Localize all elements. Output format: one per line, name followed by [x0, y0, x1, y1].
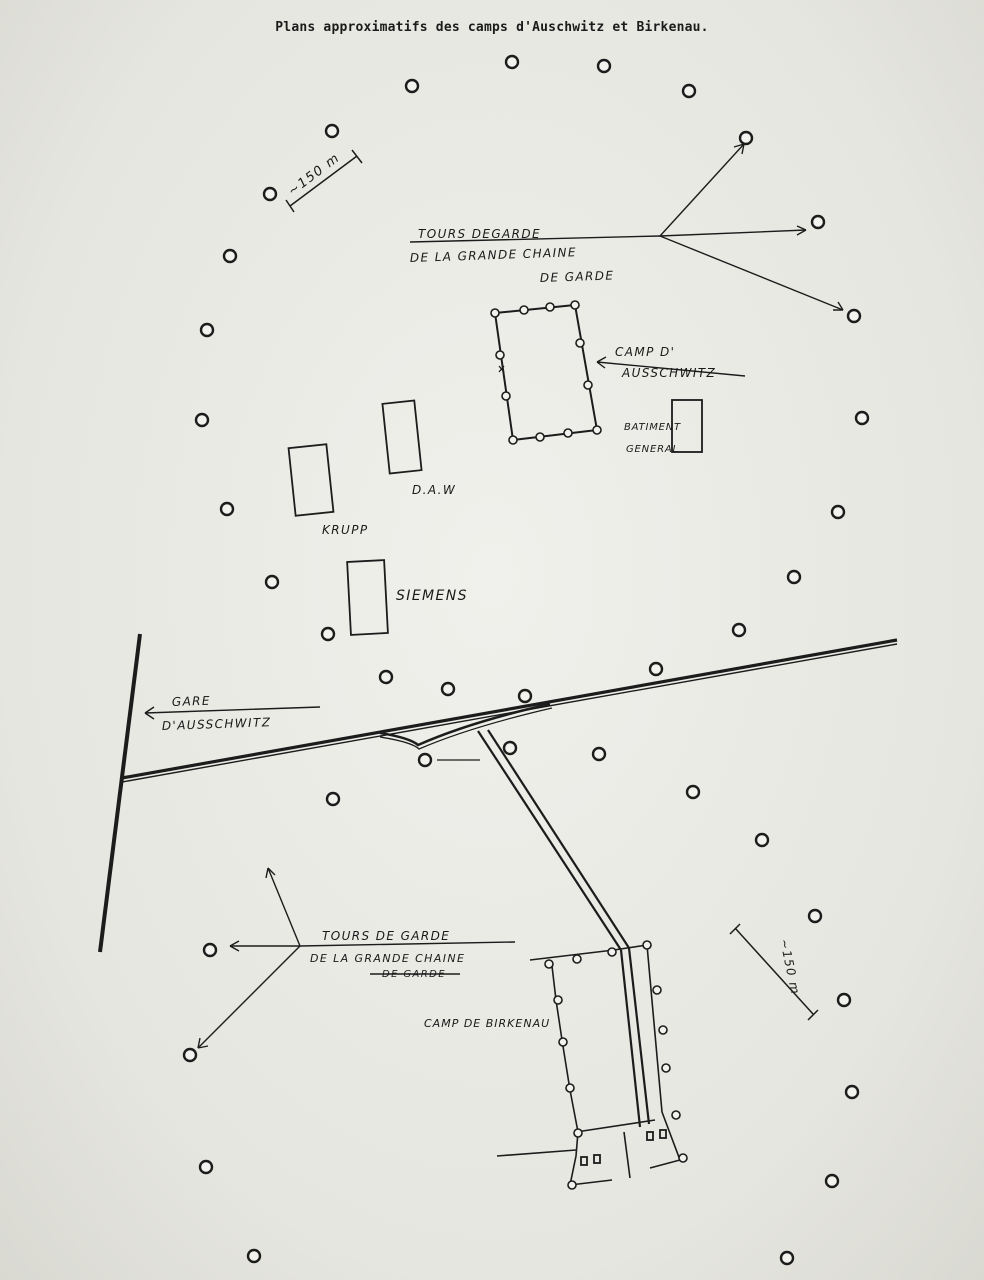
label-watchtowers-south-2: DE LA GRANDE CHAINE — [310, 952, 465, 965]
station-arrow — [144, 706, 321, 720]
guard-tower-marker — [378, 669, 394, 685]
guard-tower-marker — [786, 569, 802, 585]
daw-building — [381, 399, 423, 475]
label-krupp: KRUPP — [322, 523, 368, 537]
guard-tower-marker — [325, 791, 341, 807]
label-watchtowers-south-1: TOURS DE GARDE — [322, 929, 450, 943]
guard-tower-marker — [738, 130, 754, 146]
south-tower-arrows — [197, 867, 516, 1049]
guard-tower-marker — [830, 504, 846, 520]
label-scale-south: ~150 m — [777, 938, 803, 997]
guard-tower-marker — [844, 1084, 860, 1100]
guard-tower-marker — [836, 992, 852, 1008]
guard-tower-marker — [222, 248, 238, 264]
guard-tower-marker — [731, 622, 747, 638]
label-siemens: SIEMENS — [396, 588, 468, 604]
guard-tower-marker — [504, 54, 520, 70]
north-tower-arrows — [409, 143, 844, 311]
guard-tower-marker — [502, 740, 518, 756]
guard-tower-marker — [596, 58, 612, 74]
guard-tower-marker — [417, 752, 433, 768]
guard-tower-marker — [754, 832, 770, 848]
page-title: Plans approximatifs des camps d'Auschwit… — [275, 20, 709, 35]
auschwitz-camp — [490, 300, 602, 445]
guard-tower-marker — [219, 501, 235, 517]
guard-tower-marker — [846, 308, 862, 324]
guard-tower-marker — [779, 1250, 795, 1266]
guard-tower-marker — [685, 784, 701, 800]
krupp-building — [287, 443, 335, 517]
birkenau-camp — [496, 940, 688, 1190]
guard-tower-marker — [324, 123, 340, 139]
label-main-building-1: BATIMENT — [624, 422, 681, 433]
label-watchtowers-north-2: DE LA GRANDE CHAINE — [410, 245, 578, 265]
label-camp-auschwitz-2: AUSSCHWITZ — [621, 366, 716, 380]
guard-tower-marker — [681, 83, 697, 99]
scale-bar-south — [729, 923, 819, 1021]
label-camp-auschwitz-1: CAMP D' — [615, 345, 675, 359]
guard-tower-marker — [807, 908, 823, 924]
label-scale-north: ~150 m — [285, 151, 343, 200]
guard-tower-marker — [262, 186, 278, 202]
crematoria-blocks — [580, 1129, 667, 1166]
guard-tower-marker — [854, 410, 870, 426]
railway — [98, 633, 898, 1128]
label-camp-birkenau: CAMP DE BIRKENAU — [424, 1017, 550, 1030]
label-watchtowers-south-3: DE GARDE — [382, 969, 446, 980]
guard-tower-marker — [404, 78, 420, 94]
guard-tower-marker — [810, 214, 826, 230]
label-main-building-2: GENERAL — [626, 444, 679, 455]
siemens-building — [346, 559, 389, 636]
guard-tower-marker — [246, 1248, 262, 1264]
guard-tower-marker — [824, 1173, 840, 1189]
birkenau-camp-towers — [544, 940, 688, 1190]
guard-tower-marker — [199, 322, 215, 338]
outer-guard-towers — [182, 54, 870, 1266]
guard-tower-marker — [517, 688, 533, 704]
guard-tower-marker — [182, 1047, 198, 1063]
guard-tower-marker — [198, 1159, 214, 1175]
label-watchtowers-north-1: TOURS DEGARDE — [418, 227, 541, 241]
guard-tower-marker — [194, 412, 210, 428]
auschwitz-camp-towers — [490, 300, 602, 445]
guard-tower-marker — [264, 574, 280, 590]
guard-tower-marker — [440, 681, 456, 697]
label-station-1: GARE — [172, 694, 211, 709]
label-station-2: D'AUSSCHWITZ — [162, 715, 272, 733]
label-watchtowers-north-3: DE GARDE — [540, 268, 615, 285]
guard-tower-marker — [202, 942, 218, 958]
auschwitz-camp-arrow — [596, 356, 746, 377]
label-daw: D.A.W — [412, 483, 456, 497]
main-building-outline — [671, 399, 703, 453]
guard-tower-marker — [591, 746, 607, 762]
guard-tower-marker — [320, 626, 336, 642]
scale-bar-north — [285, 149, 363, 213]
guard-tower-marker — [648, 661, 664, 677]
